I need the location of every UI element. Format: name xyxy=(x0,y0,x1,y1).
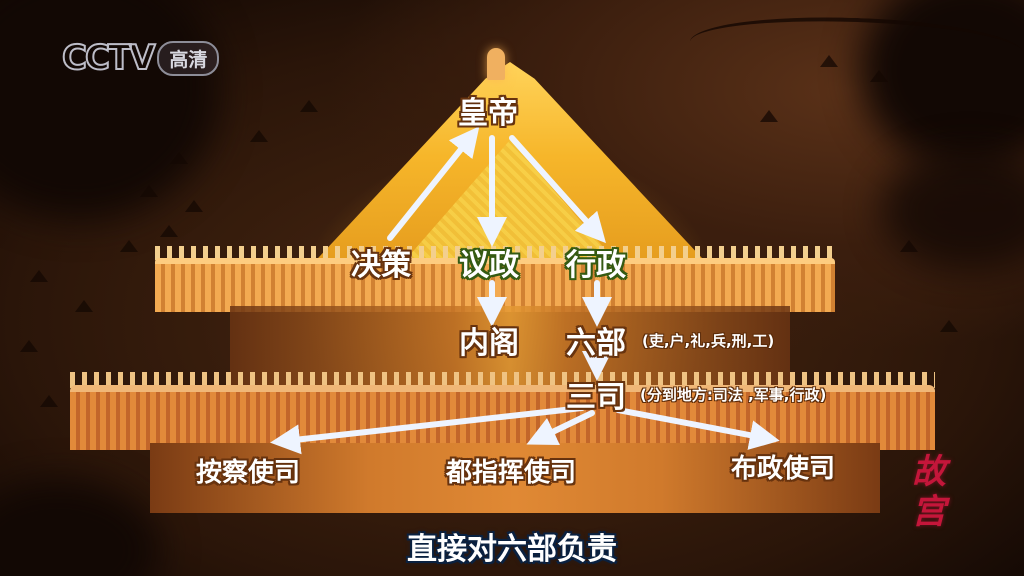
sansi-note: (分到地方:司法 ,军事,行政) xyxy=(640,386,827,404)
arrow-sansi-to-duzhihuishisi xyxy=(526,410,595,446)
cctv-wordmark: CCTV xyxy=(61,37,156,79)
mountain-icon xyxy=(300,100,318,112)
node-neige: 内阁 xyxy=(459,326,519,361)
mountain-icon xyxy=(940,320,958,332)
mountain-icon xyxy=(185,200,203,212)
node-huangdi: 皇帝 xyxy=(458,96,518,131)
palace-base-wall xyxy=(150,443,880,513)
mountain-icon xyxy=(820,55,838,67)
mountain-icon xyxy=(30,270,48,282)
mountain-icon xyxy=(40,395,58,407)
liubu-note: (吏,户,礼,兵,刑,工) xyxy=(642,332,775,350)
mountain-icon xyxy=(140,185,158,197)
cctv-logo: CCTV 高清 xyxy=(61,37,220,79)
palace-lower-eave-ridge xyxy=(70,372,935,388)
arrow-sansi-to-anchashisi xyxy=(270,405,585,455)
node-yizheng: 议政 xyxy=(459,248,519,283)
node-anchashisi: 按察使司 xyxy=(196,458,301,488)
node-buzhengshisi: 布政使司 xyxy=(731,454,836,484)
mountain-icon xyxy=(900,240,918,252)
node-liubu: 六部 xyxy=(566,326,626,361)
mountain-icon xyxy=(75,300,93,312)
mountain-icon xyxy=(870,70,888,82)
mountain-icon xyxy=(120,240,138,252)
subtitle-caption: 直接对六部负责 xyxy=(407,532,617,567)
hd-badge: 高清 xyxy=(157,40,220,76)
mountain-icon xyxy=(170,152,188,164)
arrow-huangdi-to-xingzheng xyxy=(509,135,606,244)
node-xingzheng: 行政 xyxy=(566,248,626,283)
arrow-sansi-to-buzhengshisi xyxy=(615,407,780,450)
mountain-icon xyxy=(250,130,268,142)
node-duzhihuishisi: 都指挥使司 xyxy=(446,458,577,488)
node-sansi: 三司 xyxy=(566,380,626,415)
node-juece: 决策 xyxy=(351,248,411,283)
mountain-icon xyxy=(160,225,178,237)
program-calligraphy-mark: 故宫 xyxy=(912,452,946,532)
mountain-icon xyxy=(760,110,778,122)
palace-upper-eave-ridge xyxy=(155,246,835,260)
arrow-juece-to-huangdi xyxy=(387,126,480,241)
mountain-icon xyxy=(20,340,38,352)
palace-roof-finial xyxy=(487,48,505,80)
